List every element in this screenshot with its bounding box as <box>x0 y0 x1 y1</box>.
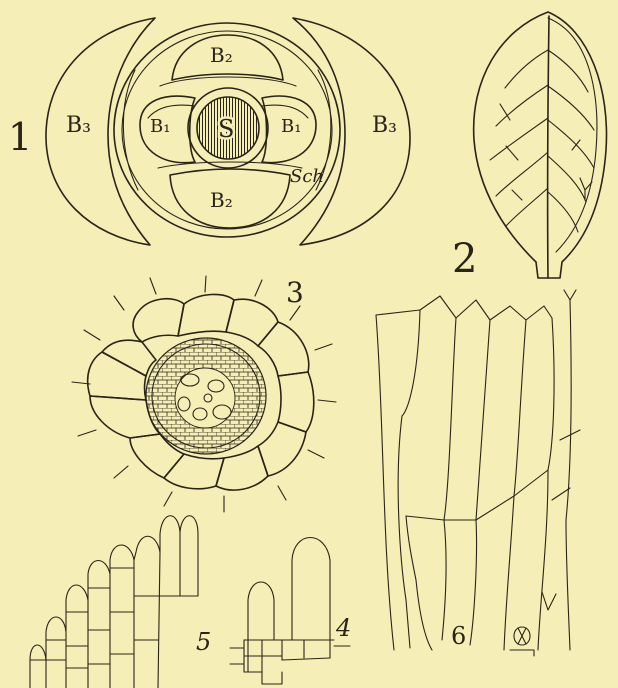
figure-4-number: 4 <box>335 614 351 642</box>
figure-2-leaf: 2 <box>452 12 607 282</box>
figure-3-root-cross-section: 3 <box>72 276 336 512</box>
leaf-blade <box>474 12 607 278</box>
cell-walls <box>376 290 580 650</box>
figure-5-number: 5 <box>196 628 211 656</box>
label-inner-bract-left: B₁ <box>150 116 170 137</box>
sheath-overlap-left <box>123 70 138 190</box>
figure-1-number: 1 <box>8 115 32 159</box>
figure-6-elongated-cells: 6 <box>376 290 580 656</box>
label-outer-bract-right: B₃ <box>372 113 397 138</box>
label-inner-bract-right: B₁ <box>281 116 301 137</box>
figure-2-number: 2 <box>452 236 477 282</box>
leaf-veins <box>490 50 594 232</box>
figure-1-bud-cross-section: 1 B₃ B₃ B₂ B₂ B₁ B₁ S Sch <box>8 18 410 245</box>
outer-bract-left <box>46 18 155 245</box>
label-sheath: Sch <box>290 166 324 187</box>
label-middle-bract-bottom: B₂ <box>210 188 233 212</box>
artist-monogram-icon <box>510 627 534 656</box>
leaf-midrib <box>548 16 549 278</box>
figure-3-number: 3 <box>286 276 304 309</box>
figure-4-glandular-hairs: 4 <box>230 538 351 685</box>
figure-6-number: 6 <box>451 622 466 650</box>
label-stem: S <box>218 115 234 143</box>
figure-5-hair-cells: 5 <box>30 516 211 688</box>
label-middle-bract-top: B₂ <box>210 43 233 67</box>
label-outer-bract-left: B₃ <box>66 113 91 138</box>
pith <box>175 368 235 428</box>
stele <box>146 338 266 454</box>
